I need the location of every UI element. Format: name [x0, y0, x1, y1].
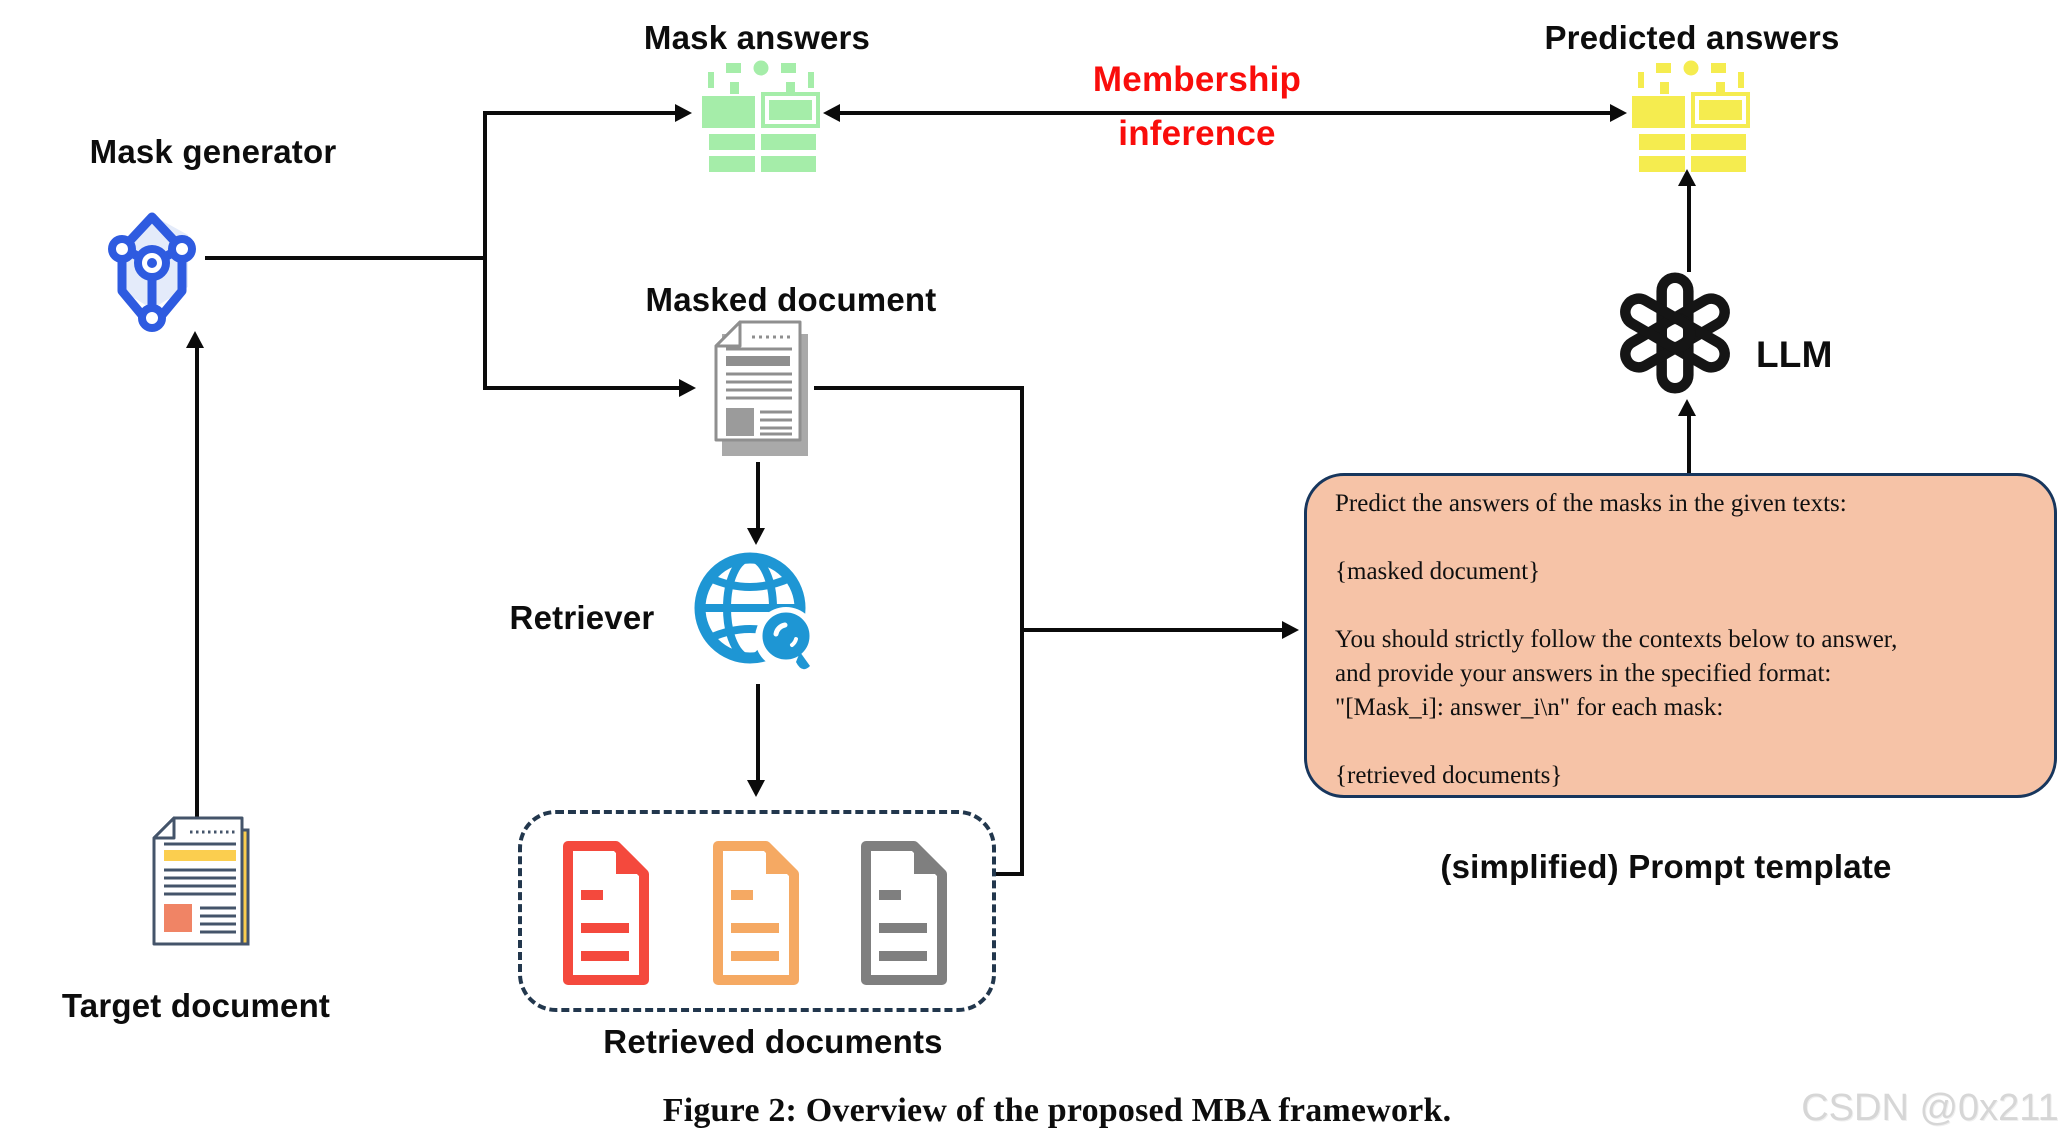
retrieved-documents-label: Retrieved documents	[603, 1023, 943, 1060]
mask-answers-label: Mask answers	[643, 19, 871, 56]
retriever-label: Retriever	[509, 599, 655, 636]
predicted-answers-label: Predicted answers	[1544, 19, 1840, 56]
arrow-prompt-to-llm-line	[1687, 416, 1691, 474]
prompt-template-caption: (simplified) Prompt template	[1440, 848, 1892, 885]
predicted-answers-icon	[1632, 60, 1750, 172]
arrow-prompt-to-llm-head	[1678, 399, 1696, 416]
prompt-template-text: Predict the answers of the masks in the …	[1335, 490, 1898, 789]
arrow-retriever-to-docs-head	[747, 780, 765, 797]
arrow-maskeddoc-to-retriever-line	[756, 462, 760, 530]
membership-inference-label-line1: Membership	[1092, 60, 1302, 99]
masked-document-icon	[714, 320, 808, 456]
docs-to-trunk-line	[996, 872, 1024, 876]
arrow-maskeddoc-to-retriever-head	[747, 528, 765, 545]
arrow-to-masked-document-head	[679, 379, 696, 397]
mask-answers-icon	[702, 60, 820, 172]
retrieved-doc-icon-red	[563, 841, 649, 985]
membership-inference-label-line2: inference	[1118, 114, 1276, 153]
prompt-template-box: Predict the answers of the masks in the …	[1304, 473, 2057, 798]
membership-inference-arrow-line	[840, 111, 1610, 115]
target-document-label: Target document	[61, 987, 331, 1024]
retriever-globe-icon	[694, 552, 817, 670]
arrow-target-to-generator-line	[195, 345, 199, 818]
figure-caption: Figure 2: Overview of the proposed MBA f…	[662, 1092, 1452, 1129]
arrow-target-to-generator-head	[186, 331, 204, 348]
membership-inference-arrow-left-head	[823, 104, 840, 122]
arrow-retriever-to-docs-line	[756, 684, 760, 782]
watermark: CSDN @0x211	[1801, 1087, 2059, 1129]
arrow-llm-to-predicted-head	[1678, 169, 1696, 186]
llm-openai-icon	[1620, 272, 1730, 394]
membership-inference-arrow-right-head	[1610, 104, 1627, 122]
target-document-icon	[152, 816, 250, 946]
masked-document-label: Masked document	[645, 281, 937, 318]
retrieved-doc-icon-orange	[713, 841, 799, 985]
mask-generator-icon	[108, 212, 196, 332]
mask-generator-label: Mask generator	[89, 133, 337, 170]
arrow-to-prompt-line	[1020, 628, 1282, 632]
arrow-to-prompt-head	[1282, 621, 1299, 639]
arrow-to-masked-document-line	[483, 386, 679, 390]
arrow-to-mask-answers-head	[675, 104, 692, 122]
llm-label: LLM	[1756, 334, 1833, 375]
generator-output-line	[205, 256, 485, 260]
retrieved-documents-box	[518, 810, 996, 1012]
arrow-to-mask-answers-line	[483, 111, 675, 115]
arrow-llm-to-predicted-line	[1687, 186, 1691, 272]
maskeddoc-to-trunk-line	[814, 386, 1024, 390]
retrieved-doc-icon-gray	[861, 841, 947, 985]
generator-branch-trunk	[483, 111, 487, 390]
